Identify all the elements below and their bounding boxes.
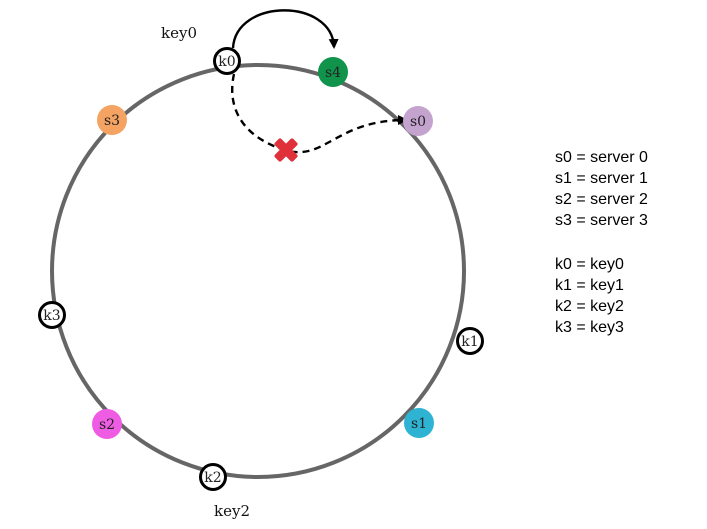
server-label-s4: s4 bbox=[325, 65, 341, 81]
legend-key-3: k3 = key3 bbox=[555, 319, 624, 336]
server-label-s2: s2 bbox=[99, 417, 115, 433]
annotation-key0: key0 bbox=[161, 24, 197, 42]
key-node-k2: k2 bbox=[199, 463, 227, 491]
legend-server-0: s0 = server 0 bbox=[555, 149, 648, 166]
server-label-s0: s0 bbox=[410, 114, 426, 130]
annotation-key2: key2 bbox=[214, 502, 250, 520]
arrow-k0-to-s4 bbox=[231, 9, 339, 49]
key-label-k2: k2 bbox=[204, 470, 221, 486]
key-label-k3: k3 bbox=[43, 308, 60, 324]
server-node-s1: s1 bbox=[404, 408, 434, 438]
legend: s0 = server 0 s1 = server 1 s2 = server … bbox=[555, 149, 648, 336]
key-node-k1: k1 bbox=[456, 327, 484, 355]
legend-server-3: s3 = server 3 bbox=[555, 212, 648, 229]
key-label-k0: k0 bbox=[218, 54, 235, 70]
legend-key-1: k1 = key1 bbox=[555, 277, 624, 294]
key-node-k0: k0 bbox=[213, 47, 241, 75]
legend-server-2: s2 = server 2 bbox=[555, 191, 648, 208]
server-label-s3: s3 bbox=[104, 113, 120, 129]
server-node-s4: s4 bbox=[318, 57, 348, 87]
server-node-s0: s0 bbox=[403, 106, 433, 136]
server-node-s3: s3 bbox=[97, 105, 127, 135]
hash-ring bbox=[50, 63, 466, 479]
server-node-s2: s2 bbox=[92, 409, 122, 439]
key-node-k3: k3 bbox=[38, 301, 66, 329]
dashed-arrow-k0-to-s0 bbox=[231, 73, 408, 154]
legend-server-1: s1 = server 1 bbox=[555, 170, 648, 187]
legend-key-2: k2 = key2 bbox=[555, 298, 624, 315]
x-mark-icon bbox=[274, 138, 298, 162]
server-label-s1: s1 bbox=[411, 416, 427, 432]
legend-key-0: k0 = key0 bbox=[555, 256, 624, 273]
key-label-k1: k1 bbox=[461, 334, 478, 350]
